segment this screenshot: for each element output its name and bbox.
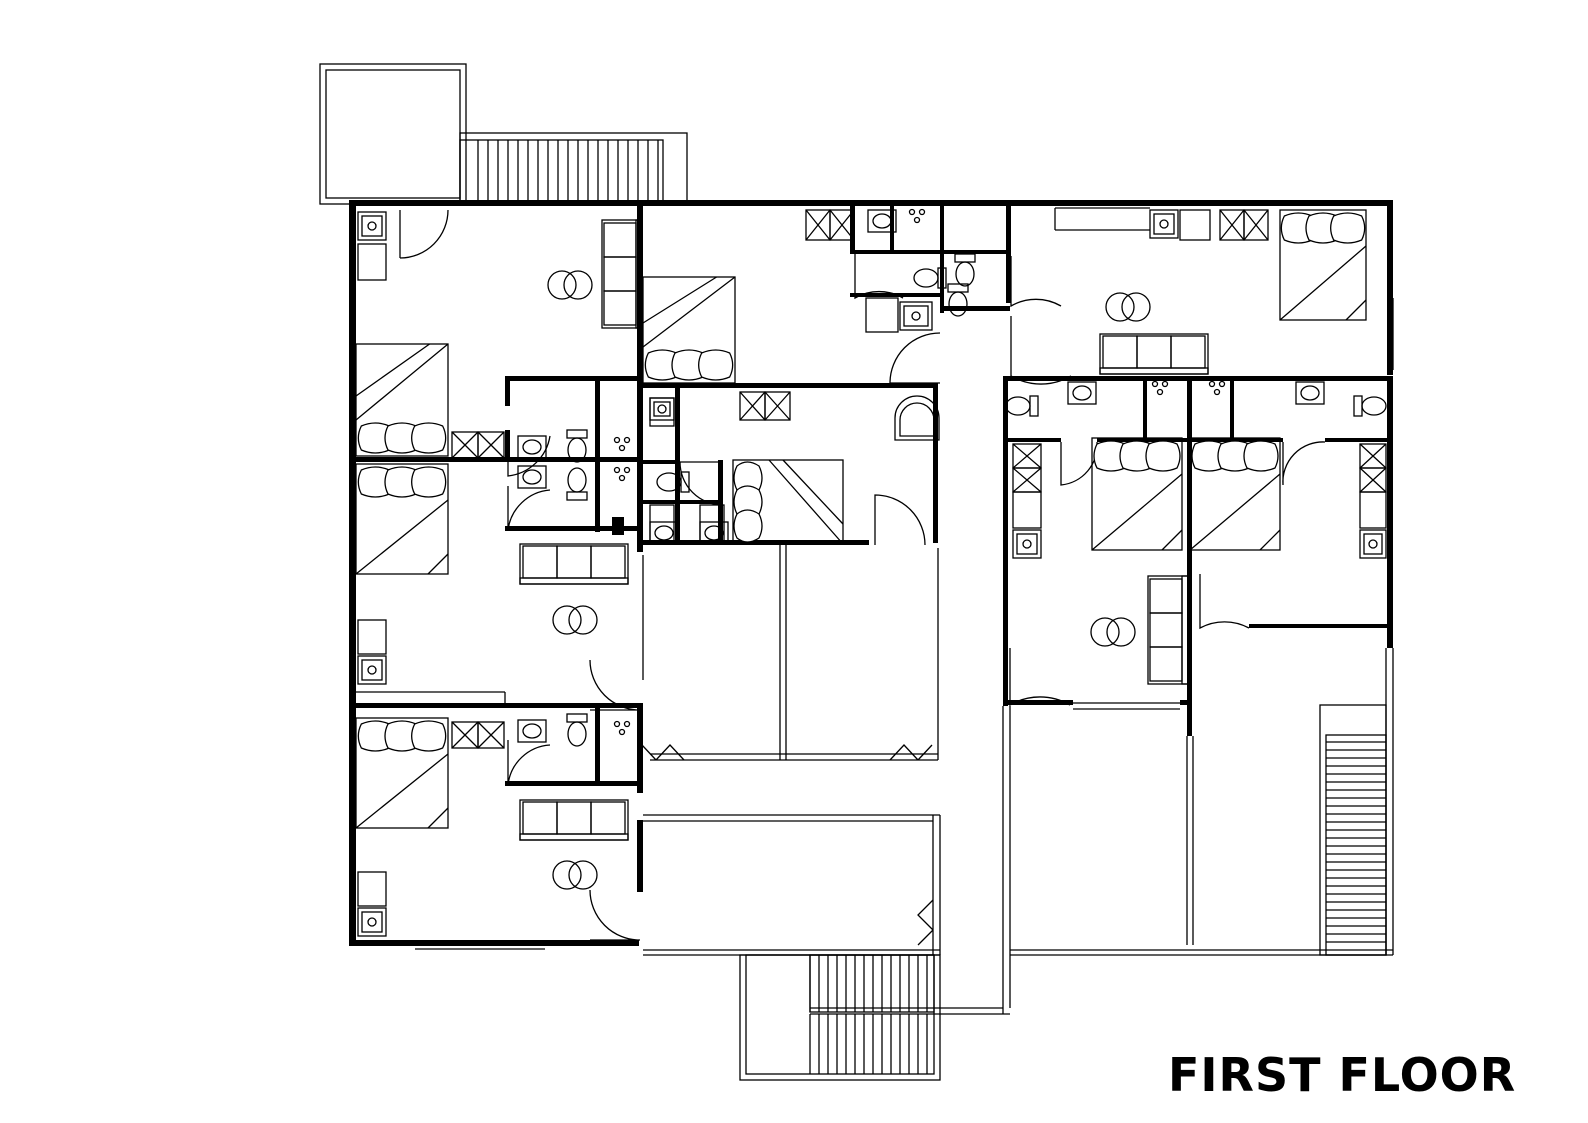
bed xyxy=(1189,437,1281,551)
sofa xyxy=(1099,333,1209,375)
bed xyxy=(642,276,736,384)
sink xyxy=(1295,381,1325,405)
counter xyxy=(357,871,387,907)
sofas xyxy=(519,219,1209,841)
faucet xyxy=(1208,380,1226,396)
bed xyxy=(355,463,449,575)
doors xyxy=(399,209,1326,946)
sinks xyxy=(517,208,1325,743)
wardrobe xyxy=(1012,443,1042,493)
toilets xyxy=(566,253,1387,747)
stove xyxy=(357,655,387,685)
faucet xyxy=(613,466,631,482)
wardrobe xyxy=(1219,209,1269,241)
sink xyxy=(517,719,547,743)
stove xyxy=(357,907,387,937)
stove xyxy=(899,301,933,331)
faucet xyxy=(908,208,926,224)
counter xyxy=(357,243,387,281)
sink xyxy=(517,465,547,489)
bed xyxy=(1279,209,1367,321)
toilet xyxy=(954,253,976,287)
counter xyxy=(649,504,675,542)
sofa xyxy=(519,543,629,585)
walls xyxy=(349,200,1393,946)
counter xyxy=(865,297,899,333)
sink xyxy=(649,521,679,545)
wardrobe xyxy=(451,721,505,749)
bed xyxy=(355,717,449,829)
counter xyxy=(1012,491,1042,529)
wardrobe xyxy=(451,431,505,459)
stoves xyxy=(357,209,1387,937)
sofa xyxy=(1147,575,1189,685)
toilet xyxy=(947,283,969,317)
bathtub xyxy=(894,395,940,441)
round-table xyxy=(1090,617,1136,647)
counter xyxy=(1179,209,1211,241)
faucet xyxy=(613,436,631,452)
toilet xyxy=(1353,395,1387,417)
stove xyxy=(649,397,675,421)
bed xyxy=(355,343,449,457)
sofa xyxy=(519,799,629,841)
wardrobes xyxy=(451,209,1387,749)
round-table xyxy=(552,605,598,635)
stairway-top xyxy=(477,140,659,204)
faucet xyxy=(613,720,631,736)
stove xyxy=(1012,529,1042,559)
stairway-right xyxy=(1326,741,1386,943)
beds xyxy=(355,209,1367,829)
toilet xyxy=(566,429,588,463)
toilet xyxy=(566,713,588,747)
thin-lines xyxy=(356,203,1394,1015)
counter xyxy=(1359,491,1387,529)
round-table xyxy=(547,270,593,300)
wardrobe xyxy=(739,391,791,421)
toilet xyxy=(1005,395,1039,417)
counter xyxy=(357,619,387,655)
sink xyxy=(867,209,897,233)
round-tables xyxy=(547,270,1151,890)
stair-bottom-frame xyxy=(739,954,941,1081)
round-table xyxy=(552,860,598,890)
stairway-bottom xyxy=(809,955,928,1074)
toilet xyxy=(656,471,690,493)
floor-title: FIRST FLOOR xyxy=(1168,1048,1517,1102)
stove xyxy=(1149,209,1179,239)
round-table xyxy=(1105,292,1151,322)
bed xyxy=(732,459,844,545)
stove xyxy=(1359,529,1387,559)
toilet xyxy=(566,467,588,501)
balcony-top-left xyxy=(319,63,688,205)
toilet xyxy=(913,267,947,289)
sink xyxy=(699,521,729,545)
sink xyxy=(517,435,547,459)
sink xyxy=(1067,381,1097,405)
wardrobe xyxy=(1359,443,1387,493)
stove xyxy=(357,211,387,241)
faucet xyxy=(1151,380,1169,396)
wardrobe xyxy=(805,209,855,241)
sofa xyxy=(601,219,643,329)
bed xyxy=(1091,437,1183,551)
